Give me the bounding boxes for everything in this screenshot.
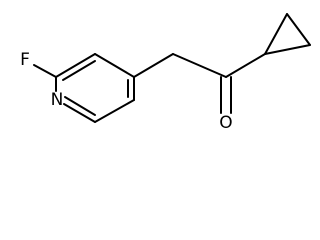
ring-double-bond-c3 <box>62 60 96 81</box>
ring-bond-c2-c3 <box>55 53 96 78</box>
cyclopropyl-bond-top <box>286 13 311 46</box>
bond-carbonyl-cyclopropyl <box>225 53 266 78</box>
bond-c2-fluorine <box>33 64 57 78</box>
chemical-structure-diagram: F N O <box>20 13 311 133</box>
ring-bond-c5-c6 <box>94 99 135 123</box>
fluorine-atom-label: F <box>20 50 30 70</box>
bond-methylene-carbonyl <box>172 53 227 78</box>
cyclopropyl-bond-bottom <box>264 44 311 55</box>
oxygen-atom-label: O <box>219 113 232 133</box>
nitrogen-atom-label: N <box>51 90 64 110</box>
ring-bond-c6-n <box>63 103 96 123</box>
ring-double-bond-c6 <box>64 96 96 116</box>
ring-bond-c3-c4 <box>94 53 135 78</box>
bond-c4-methylene <box>133 53 174 78</box>
cyclopropyl-bond-left <box>264 13 288 55</box>
